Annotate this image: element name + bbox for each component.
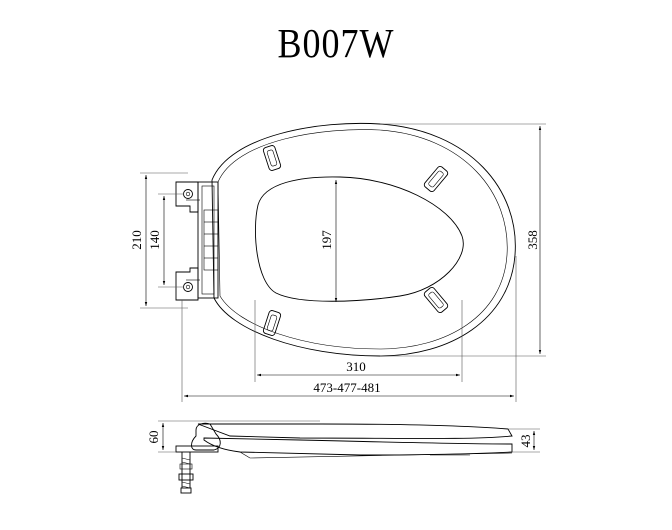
dimension-label-310: 310 [346,359,366,374]
dimension-seat-length: 473-477-481 [181,256,517,402]
hinge-assembly [175,181,219,301]
dimension-label-140: 140 [147,230,162,250]
bumper-top-left [262,145,282,171]
hinge-bolt-top [183,189,193,199]
bumper-bottom-right [423,286,449,314]
seat-side-view [175,422,513,494]
hinge-block-bottom [175,267,199,301]
dimension-hinge-height: 60 [146,420,320,453]
bumper-bottom-left [262,310,282,336]
seat-top-view [175,122,516,357]
bumper-top-right [423,165,449,193]
side-hinge [191,422,221,451]
dimension-overall-length: 358 [380,123,546,357]
dimension-seat-height: 43 [508,428,540,453]
dimension-opening-length: 197 [319,180,338,302]
hinge-base-plate [175,445,219,453]
seat-outer-outline [211,122,516,357]
hinge-block-top [175,181,199,213]
lid-profile [197,423,513,439]
seat-outer-inner-line [217,129,508,350]
dimension-label-60: 60 [146,431,161,444]
dimension-label-197: 197 [319,230,334,250]
dimension-label-210: 210 [129,230,144,250]
hinge-bolt-side [178,452,194,494]
dimension-hinge-span: 210 [129,172,188,309]
hinge-bolt-bottom [183,282,193,292]
dimension-label-358: 358 [525,230,540,250]
dimension-opening-width: 310 [254,300,463,382]
seat-opening [254,176,464,302]
dimension-label-473-477-481: 473-477-481 [313,380,380,395]
seat-profile [203,437,513,456]
dimension-hinge-inner: 140 [147,193,184,288]
drawing-title: B007W [277,20,395,66]
dimension-label-43: 43 [518,435,533,448]
